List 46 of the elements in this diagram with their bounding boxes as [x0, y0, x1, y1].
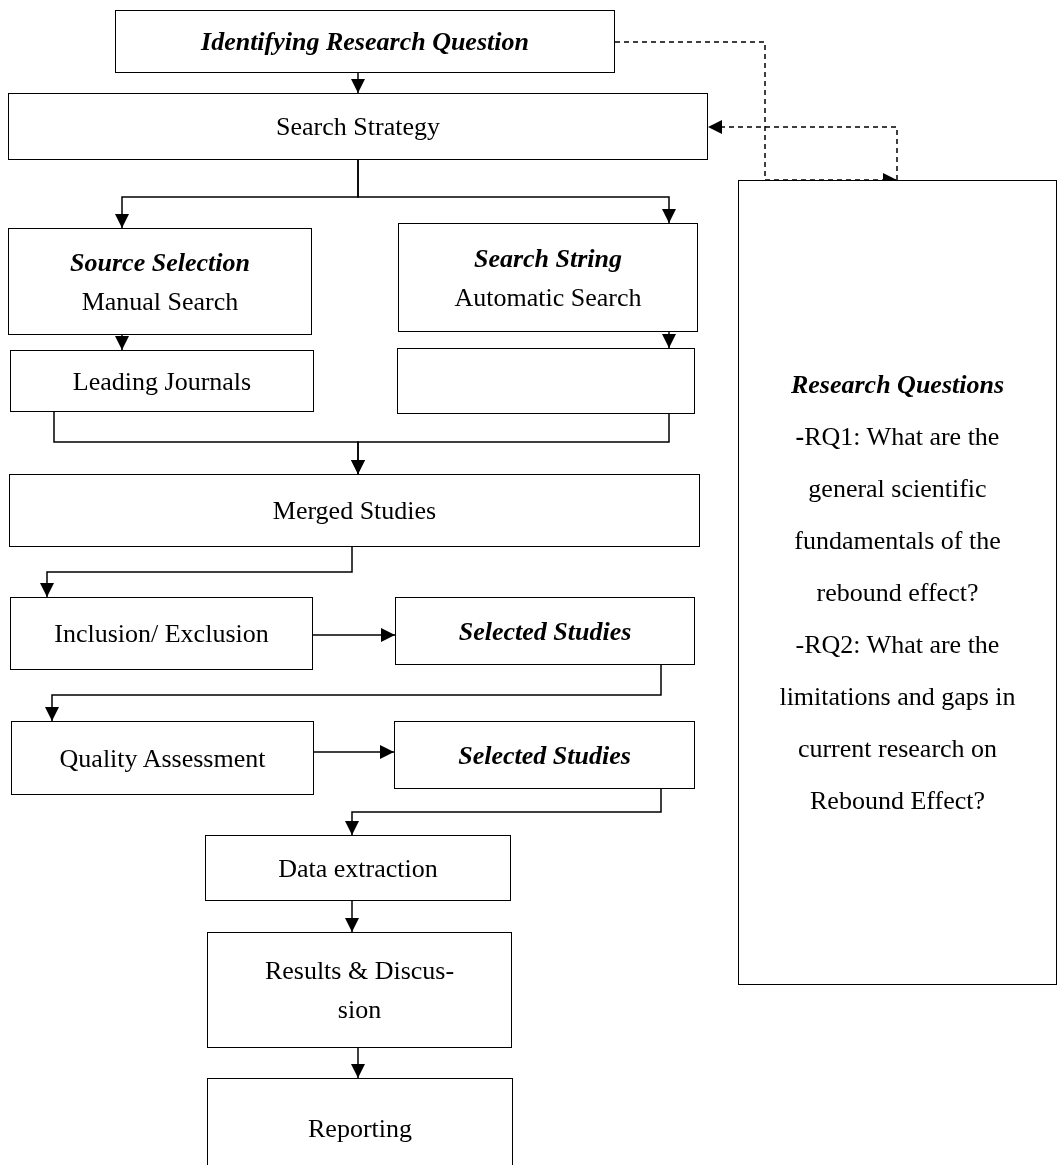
arrow	[345, 900, 359, 933]
process-box	[398, 223, 698, 332]
process-box	[207, 1078, 513, 1165]
arrow	[40, 546, 353, 598]
node-label: Quality Assessment	[59, 742, 266, 775]
node-label: -RQ1: What are the general scientific fundamentals of the rebound effect?	[793, 421, 1002, 609]
heading: Research Questions	[790, 369, 1005, 401]
process-box	[207, 932, 512, 1048]
node-label: Leading Journals	[72, 365, 252, 398]
node-label: Manual Search	[81, 285, 239, 318]
arrow	[351, 72, 365, 94]
arrow	[357, 159, 676, 224]
arrow	[345, 788, 662, 836]
process-box	[8, 93, 708, 160]
node-label: Merged Studies	[272, 495, 437, 527]
node-label: Reporting	[308, 1113, 412, 1145]
process-box	[11, 721, 314, 795]
heading: Selected Studies	[458, 739, 631, 772]
node-label: Inclusion/ Exclusion	[54, 618, 269, 650]
heading: Identifying Research Question	[201, 26, 529, 58]
process-box	[738, 180, 1057, 985]
process-box	[10, 597, 313, 670]
node-label: Automatic Search	[454, 281, 642, 314]
arrow	[351, 413, 670, 475]
process-box	[8, 228, 312, 335]
process-box	[10, 350, 314, 412]
process-box	[394, 721, 695, 789]
process-box	[115, 10, 615, 73]
arrow	[707, 120, 898, 181]
arrow	[351, 1047, 365, 1079]
arrow	[115, 334, 129, 351]
node-label: Data extraction	[278, 852, 438, 885]
process-box	[205, 835, 511, 901]
heading: Selected Studies	[458, 615, 632, 648]
arrow	[45, 664, 662, 722]
arrow	[313, 745, 395, 759]
node-label: -RQ2: What are the limitations and gaps in current research on Rebound Effect?	[778, 629, 1017, 817]
node-label: Search Strategy	[276, 111, 440, 143]
node-label: Results & Discus- sion	[263, 955, 456, 1026]
process-box	[395, 597, 695, 665]
process-box	[9, 474, 700, 547]
arrow	[662, 331, 676, 349]
arrow	[312, 628, 396, 642]
heading: Source Selection	[70, 246, 250, 279]
empty-box	[397, 348, 695, 414]
heading: Search String	[473, 242, 623, 275]
